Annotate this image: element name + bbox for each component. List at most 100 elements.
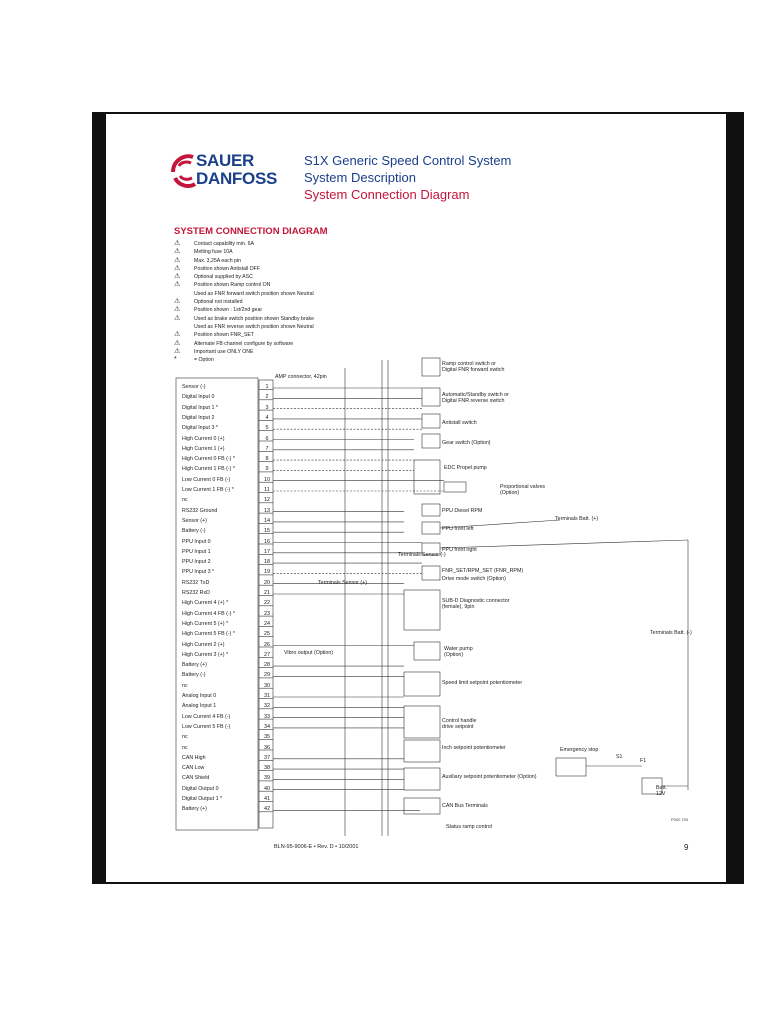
note-item: ⚠ Position shown Ramp control ON [174, 281, 314, 289]
device-box [443, 481, 467, 493]
device-box [421, 521, 441, 535]
pin-function-label: Digital Input 1 * [182, 404, 218, 411]
warning-triangle-icon: ⚠ [174, 306, 181, 314]
device-box [421, 387, 441, 407]
device-label-term-sensor-pos: Terminals Sensor (+) [318, 580, 368, 586]
device-label-drive: Drive mode switch (Option) [442, 576, 506, 582]
pin-function-label: PPU Input 1 [182, 548, 211, 555]
pin-number: 17 [263, 548, 271, 555]
note-text: = Option [194, 357, 214, 364]
note-item: ⚠Contact capability min. 6A [174, 240, 314, 248]
pin-number: 39 [263, 775, 271, 782]
right-border [726, 112, 744, 884]
device-label-ppu-fr: PPU front right [442, 547, 477, 553]
pin-number: 15 [263, 528, 271, 535]
warning-triangle-icon: ⚠ [174, 240, 181, 247]
pin-number: 26 [263, 641, 271, 648]
device-box [421, 542, 441, 556]
connection-diagram [175, 357, 689, 836]
pin-number: 13 [263, 507, 271, 514]
pin-number: 11 [264, 487, 270, 493]
device-box [403, 739, 441, 763]
warning-triangle-icon: ⚠ [174, 264, 181, 272]
pin-number: 28 [263, 662, 271, 669]
note-item: Used as FNR reverse switch position show… [174, 323, 314, 331]
device-box [403, 705, 441, 739]
document-page [106, 114, 726, 882]
pin-function-label: Digital Input 2 [182, 414, 215, 421]
note-item: ⚠Alternate FB channel configure by softw… [174, 340, 314, 348]
pin-number: 40 [263, 785, 271, 792]
warning-triangle-icon: ⚠ [174, 248, 181, 256]
pin-function-label: RS232 RxD [182, 590, 210, 596]
pin-function-label: nc [182, 682, 188, 689]
brand-line-1: SAUER [196, 151, 255, 170]
document-title: S1X Generic Speed Control System [304, 153, 512, 168]
device-box [403, 671, 441, 697]
pin-number: 8 [265, 456, 269, 463]
note-text: Position shown : 1st/2nd gear [194, 307, 263, 314]
pin-function-label: Low Current 5 FB (-) [182, 723, 231, 730]
figure-id: P000 753 [671, 817, 689, 822]
note-item: ⚠Used as brake switch position shown Sta… [174, 315, 314, 323]
warning-triangle-icon: ⚠ [174, 347, 181, 355]
note-text: Position shown Ramp control ON [194, 282, 271, 289]
pin-number: 24 [263, 620, 271, 627]
pin-function-label: High Current 3 (+) * [182, 651, 229, 658]
bottom-border [92, 882, 744, 884]
warning-triangle-icon: ⚠ [174, 281, 181, 289]
pin-number: 34 [263, 723, 271, 730]
pin-function-label: CAN High [182, 754, 206, 761]
note-item: Used as FNR forward switch position show… [174, 290, 314, 298]
device-box [421, 357, 441, 377]
pin-function-label: Low Current 1 FB (-) * [182, 487, 234, 493]
note-item: ⚠ Max. 3,25A each pin [174, 257, 314, 265]
device-box [403, 797, 441, 815]
device-box [555, 757, 587, 777]
pin-number: 9 [265, 466, 269, 473]
device-label-sub2: (female), 9pin [442, 604, 475, 610]
device-label-f1: F1 [640, 758, 647, 764]
pin-number: 5 [265, 425, 269, 432]
pin-number: 14 [263, 517, 271, 524]
device-label-term-sensor-neg: Terminals Sensor (-) [398, 552, 446, 558]
pin-function-label: High Current 0 FB (-) * [182, 456, 235, 463]
device-label-water: Water pump [444, 646, 473, 652]
warning-triangle-icon: ⚠ [174, 331, 181, 339]
note-text: Optional not installed [194, 299, 243, 306]
pin-number: 36 [263, 744, 271, 751]
note-text: Position shown FNR_SET [194, 332, 254, 339]
warning-triangle-icon: ⚠ [174, 273, 181, 281]
connector-label: AMP connector, 42pin [275, 374, 327, 380]
device-label-s1: S1 [616, 754, 623, 760]
device-label-auto2: Digital FNR reverse switch [442, 398, 505, 404]
device-label-anti: Antistall switch [442, 420, 477, 426]
device-box [421, 413, 441, 429]
warning-triangle-icon: ⚠ [174, 256, 181, 264]
device-label-gear: Gear switch (Option) [442, 440, 491, 446]
pin-function-label: Digital Input 0 [182, 394, 215, 401]
warning-triangle-icon: ⚠ [174, 314, 181, 322]
pin-function-label: CAN Low [182, 765, 205, 772]
note-text: Max. 3,25A each pin [194, 257, 242, 264]
document-footer: BLN-95-9006-E • Rev. D • 10/2001 [274, 844, 359, 850]
note-item: ⚠Position shown Antistall OFF [174, 265, 314, 273]
brand-line-2: DANFOSS [196, 169, 278, 188]
pin-function-label: RS232 Ground [182, 507, 218, 514]
pin-number: 20 [263, 579, 271, 586]
device-label-can: CAN Bus Terminals [442, 803, 488, 809]
pin-number: 12 [263, 497, 271, 504]
device-box [403, 589, 441, 631]
pin-number: 16 [263, 538, 271, 545]
pin-function-label: Digital Input 3 * [182, 425, 218, 432]
pin-function-label: Analog Input 1 [182, 703, 217, 710]
note-text: Alternate FB channel configure by softwa… [194, 340, 294, 347]
device-label-ramp: Ramp control switch or [442, 361, 496, 367]
pin-function-label: CAN Shield [182, 775, 210, 782]
device-label-vibro: Vibro output (Option) [284, 650, 334, 656]
note-text: Melting fuse 10A [194, 249, 233, 256]
pin-number: 27 [263, 651, 271, 658]
note-text: Optional supplied by ASC [194, 274, 253, 281]
pin-function-label: PPU Input 2 [182, 559, 211, 566]
device-box [421, 503, 441, 517]
